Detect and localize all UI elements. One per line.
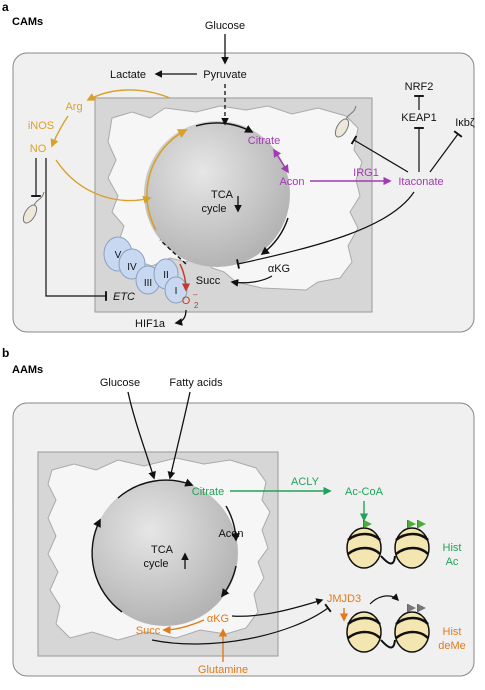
panel-a-tca-sphere xyxy=(144,121,290,267)
panel-a-no-to-tca xyxy=(55,159,152,204)
panel-b-akg-to-succ xyxy=(162,619,205,635)
panel-a-no-inhibit-etc xyxy=(45,158,107,301)
panel-a-citrate: Citrate xyxy=(248,135,280,147)
panel-a-bacterium-icon-right xyxy=(334,105,357,138)
panel-b-tca-sphere xyxy=(92,480,238,626)
panel-a-etc-complexes xyxy=(103,236,188,304)
panel-b-succ: Succ xyxy=(136,625,161,637)
panel-a-complex-v: V xyxy=(115,250,122,261)
panel-a-etc: ETC xyxy=(113,291,135,303)
panel-a-tca-to-arg xyxy=(86,89,171,101)
panel-a-o2: O xyxy=(182,295,191,307)
panel-a-arg-to-no xyxy=(50,115,69,148)
panel-a-itaconate: Itaconate xyxy=(398,176,443,188)
panel-a-irg1: IRG1 xyxy=(353,167,379,179)
panel-b-succ-inhibit-jmjd3 xyxy=(151,603,332,645)
panel-a-citrate-acon-arrow xyxy=(273,148,289,174)
panel-a-tca-label-1: TCA xyxy=(211,189,234,201)
panel-b-title: AAMs xyxy=(12,364,43,376)
panel-b-akg: αKG xyxy=(207,613,229,625)
panel-a-acon: Acon xyxy=(279,176,304,188)
panel-b-fatty-acids-arrow xyxy=(167,391,191,480)
panel-b-cycle-arc-left xyxy=(91,518,123,613)
panel-b-citrate: Citrate xyxy=(192,486,224,498)
panel-b-dna-link-deme xyxy=(380,639,396,649)
panel-b-nucleosome-deme-2 xyxy=(394,604,430,653)
panel-b-hist-deme-1: Hist xyxy=(443,626,462,638)
panel-a: a CAMs TCA cycle Glucose Pyruvate Lactat… xyxy=(2,0,475,333)
panel-b-fatty-acids: Fatty acids xyxy=(169,377,223,389)
panel-a-itaconate-inhibit-bacteria xyxy=(350,135,409,173)
panel-b-dna-link-ac xyxy=(380,555,396,565)
panel-a-lactate: Lactate xyxy=(110,69,146,81)
panel-b-glucose: Glucose xyxy=(100,377,140,389)
panel-a-succ: Succ xyxy=(196,275,221,287)
panel-a-o2-to-hif1a xyxy=(174,309,187,326)
panel-b-demethylation-arrow xyxy=(369,593,400,605)
panel-b-jmjd3: JMJD3 xyxy=(327,593,361,605)
panel-a-inos: iNOS xyxy=(28,120,54,132)
panel-b-nucleosome-deme-1 xyxy=(346,611,382,653)
panel-b-cycle-arc-right xyxy=(225,505,240,542)
panel-a-akg: αKG xyxy=(268,263,290,275)
panel-a-glucose: Glucose xyxy=(205,20,245,32)
panel-a-hif1a: HIF1a xyxy=(135,318,166,330)
panel-b-letter: b xyxy=(2,346,9,360)
panel-a-akg-to-succ xyxy=(230,275,273,287)
panel-b-nucleosome-ac-2 xyxy=(394,520,430,569)
panel-b-acly: ACLY xyxy=(291,476,320,488)
panel-b-glucose-arrow xyxy=(127,391,156,480)
panel-a-succ-to-o2 xyxy=(179,263,191,292)
panel-b-hist-ac-1: Hist xyxy=(443,542,462,554)
panel-b-cycle-arc-right-lower xyxy=(220,565,237,598)
panel-a-o2-sub: 2 xyxy=(194,301,199,310)
panel-a-complex-i: I xyxy=(175,286,178,297)
panel-a-title: CAMs xyxy=(12,16,43,28)
panel-a-itaconate-inhibit-ikbz xyxy=(429,130,463,173)
panel-a-cycle-arc-right xyxy=(260,217,289,255)
panel-b-glutamine: Glutamine xyxy=(198,664,248,676)
panel-a-cycle-arc-gold xyxy=(146,129,188,231)
panel-a-letter: a xyxy=(2,0,9,14)
panel-b-tca-label-1: TCA xyxy=(151,544,174,556)
panel-b-hist-deme-2: deMe xyxy=(438,640,466,652)
panel-b: b AAMs TCA cycle Glucose Fatty acids Cit… xyxy=(2,346,475,677)
panel-a-ikbz: Iκbζ xyxy=(455,117,475,129)
panel-a-bacterium-icon-left xyxy=(22,191,45,224)
panel-a-no: NO xyxy=(30,143,47,155)
panel-a-o2-sup: – xyxy=(193,290,198,299)
panel-b-tca-label-2: cycle xyxy=(143,558,168,570)
panel-a-complex-iii: III xyxy=(144,278,152,289)
panel-a-nrf2: NRF2 xyxy=(405,81,434,93)
panel-a-keap1: KEAP1 xyxy=(401,112,436,124)
panel-a-cycle-arc-dashed xyxy=(159,239,187,265)
panel-b-acetyl-coa: Ac-CoA xyxy=(345,486,384,498)
panel-a-pyruvate: Pyruvate xyxy=(203,69,246,81)
panel-a-complex-iv: IV xyxy=(127,262,137,273)
panel-b-nucleosome-ac-1 xyxy=(346,520,382,569)
panel-a-itaconate-inhibit-succ xyxy=(236,191,415,269)
panel-b-akg-to-jmjd3 xyxy=(231,598,324,617)
panel-b-acon: Acon xyxy=(218,528,243,540)
panel-a-arg: Arg xyxy=(65,101,82,113)
panel-a-complex-ii: II xyxy=(163,270,169,281)
panel-b-cycle-arc-top xyxy=(117,478,194,499)
panel-b-hist-ac-2: Ac xyxy=(446,556,459,568)
panel-a-tca-label-2: cycle xyxy=(201,203,226,215)
